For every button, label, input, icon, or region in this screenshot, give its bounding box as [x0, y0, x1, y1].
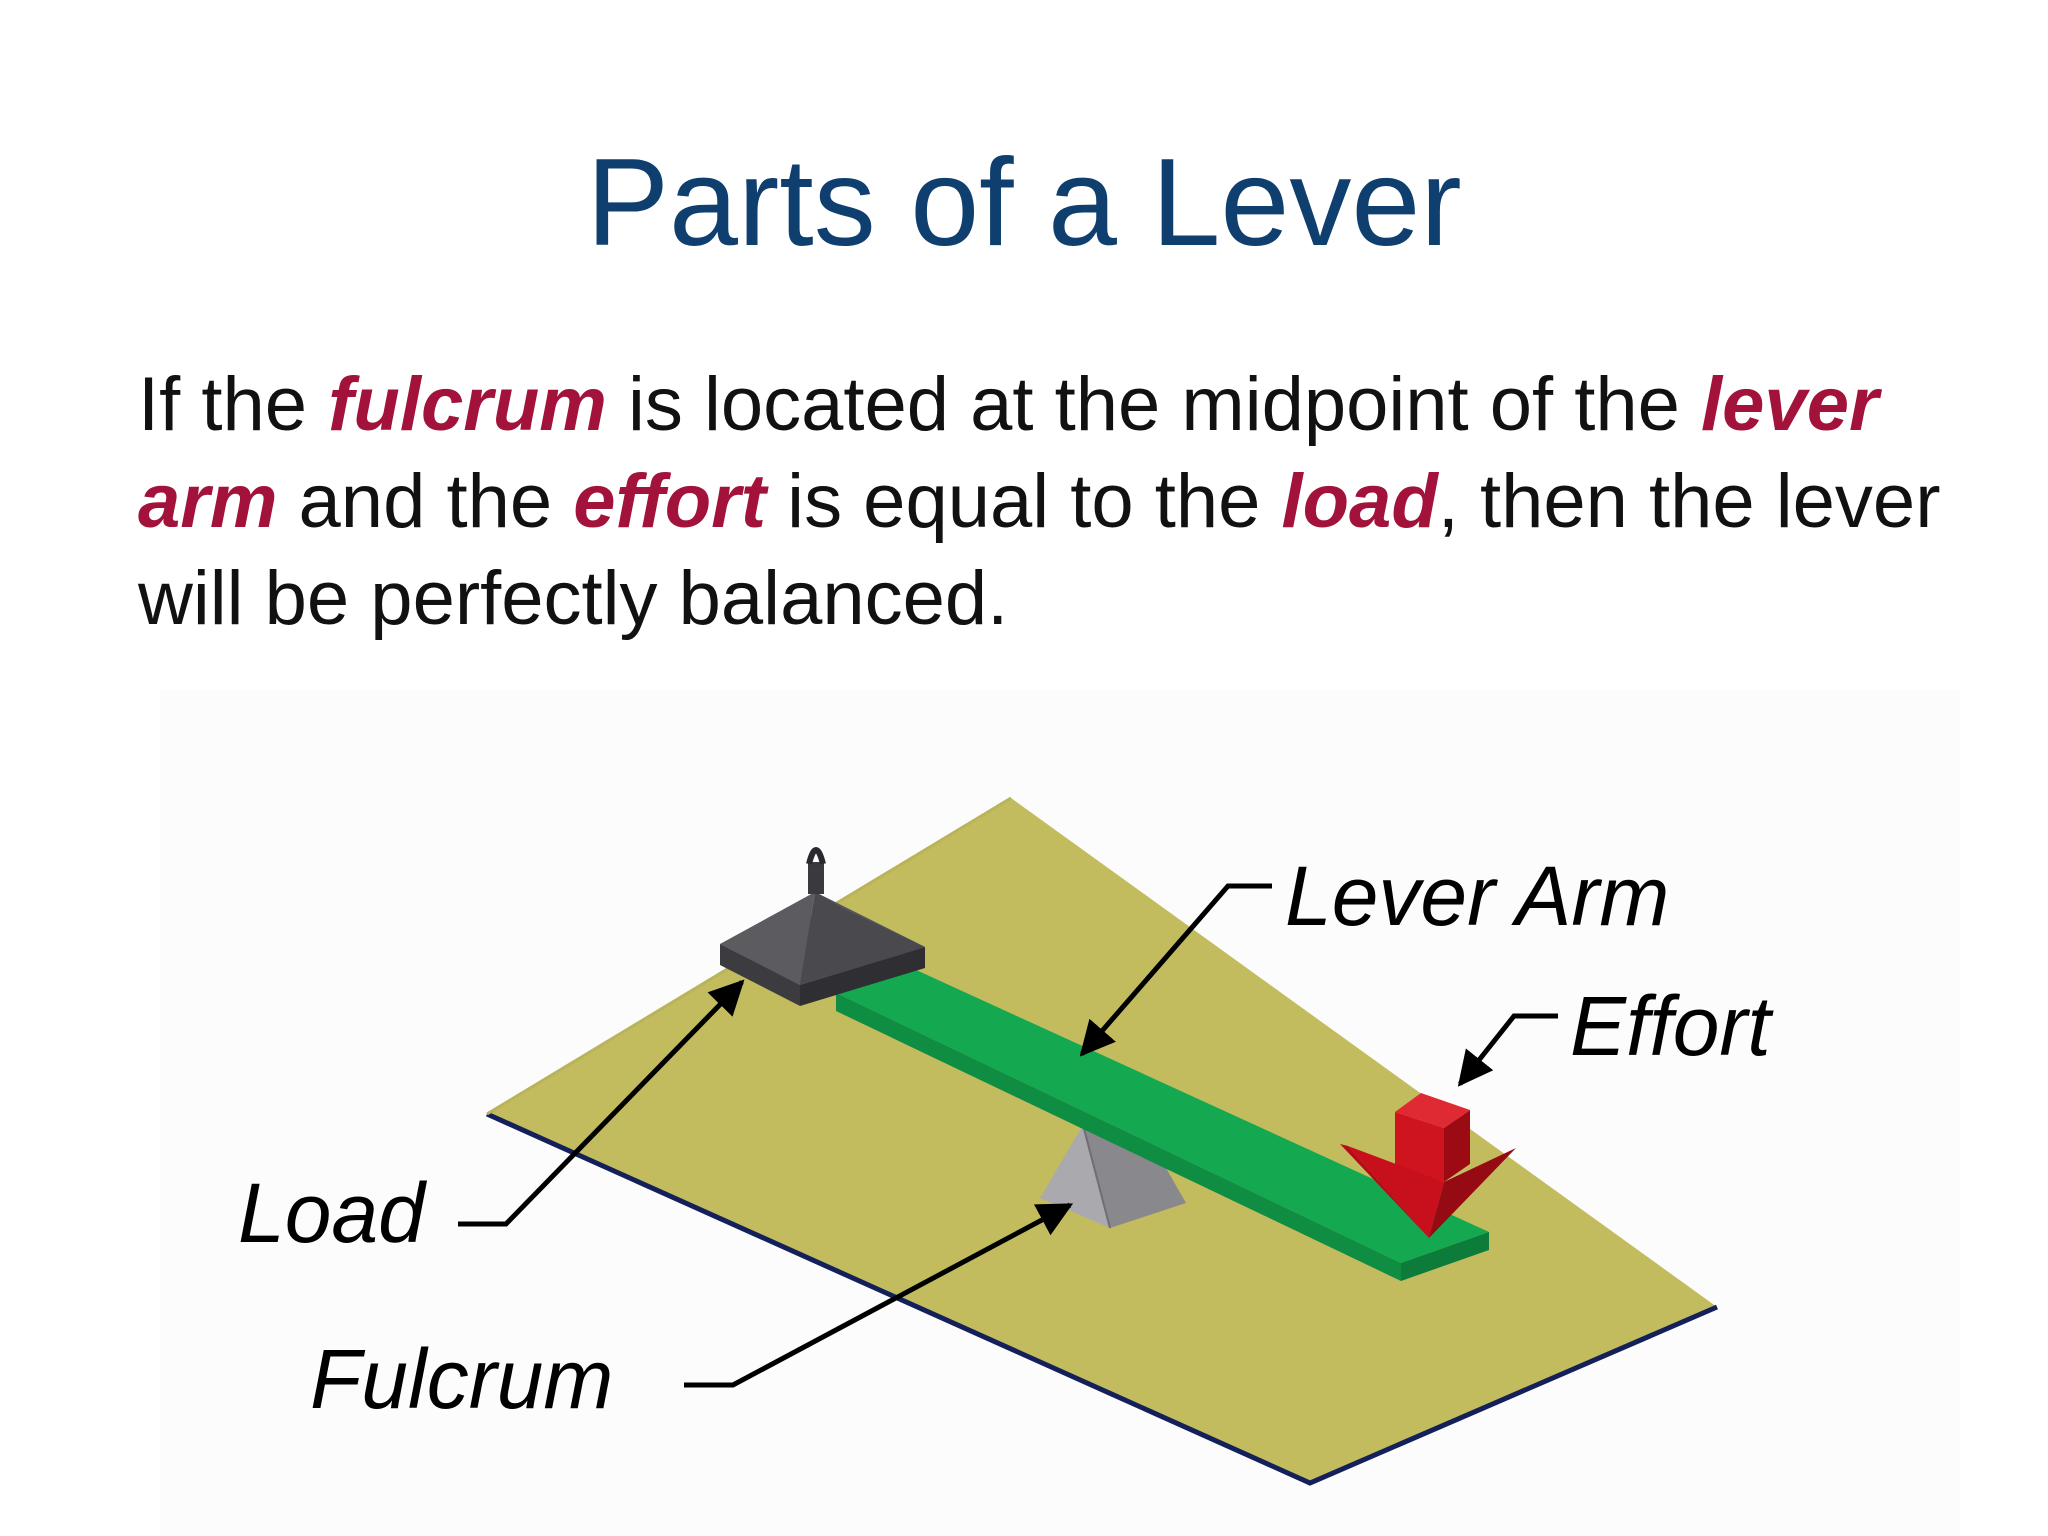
effort-arrow — [1340, 1093, 1516, 1238]
label-load: Load — [238, 1166, 427, 1260]
term-effort: effort — [573, 459, 767, 544]
term-load: load — [1281, 459, 1438, 544]
lever-arm-beam — [836, 958, 1489, 1281]
load-leader — [458, 979, 745, 1227]
body-segment: , then the lever will be perfectly balan… — [138, 459, 1941, 641]
label-lever-arm: Lever Arm — [1285, 849, 1669, 943]
body-segment: is equal to the — [766, 459, 1282, 544]
label-fulcrum: Fulcrum — [310, 1332, 613, 1426]
term-fulcrum: fulcrum — [328, 362, 607, 447]
leader-lines — [458, 883, 1558, 1388]
slide-body-text: If the fulcrum is located at the midpoin… — [138, 356, 1998, 647]
effort-leader — [1457, 1013, 1558, 1087]
fulcrum-prism — [1040, 1124, 1186, 1229]
body-segment: If the — [138, 362, 329, 447]
label-effort: Effort — [1570, 979, 1774, 1073]
fulcrum-leader — [684, 1202, 1074, 1388]
slide-title: Parts of a Lever — [586, 134, 1462, 272]
term-lever-arm: lever arm — [138, 362, 1879, 544]
body-segment: and the — [277, 459, 574, 544]
body-segment: is located at the midpoint of the — [606, 362, 1702, 447]
load-weight — [720, 847, 925, 1006]
lever-arm-leader — [1079, 883, 1272, 1057]
